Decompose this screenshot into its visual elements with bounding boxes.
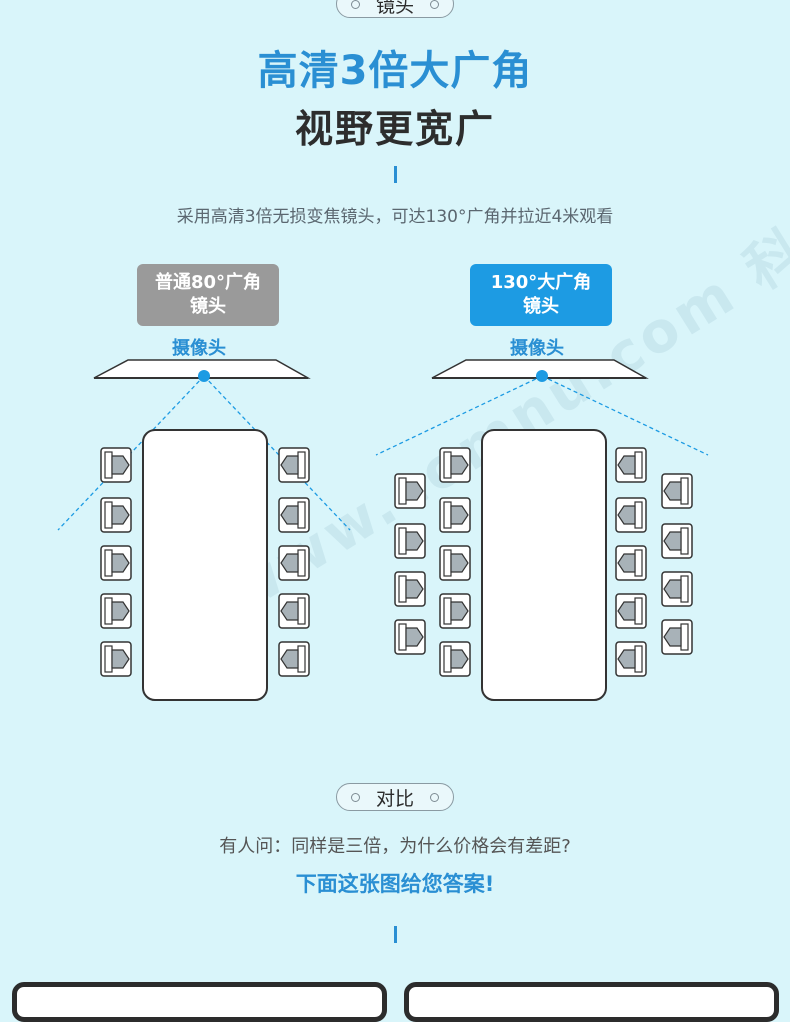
chair-icon	[278, 593, 310, 629]
chair-icon	[278, 447, 310, 483]
lens-box-standard-line1: 普通80°广角	[154, 272, 262, 293]
lens-box-wide-line2: 镜头	[523, 296, 559, 317]
chair-icon	[615, 447, 647, 483]
lens-box-wide-line1: 130°大广角	[490, 272, 592, 293]
chair-icon	[615, 545, 647, 581]
table-right	[481, 429, 607, 701]
camera-label-left: 摄像头	[172, 338, 226, 359]
pill-left-dot-icon	[351, 792, 360, 802]
lens-box-standard: 普通80°广角 镜头	[137, 264, 279, 326]
description-text: 采用高清3倍无损变焦镜头，可达130°广角并拉近4米观看	[176, 207, 614, 227]
chair-icon	[661, 523, 693, 559]
seating-diagram	[57, 359, 709, 701]
section-pill-compare: 对比	[336, 783, 454, 811]
chair-icon	[661, 473, 693, 509]
table-left	[142, 429, 268, 701]
chair-icon	[394, 473, 426, 509]
chair-icon	[439, 593, 471, 629]
chair-icon	[661, 571, 693, 607]
chair-icon	[278, 497, 310, 533]
chair-icon	[100, 641, 132, 677]
divider-bar-bottom	[394, 926, 397, 943]
chair-icon	[100, 545, 132, 581]
section-pill-label: 镜头	[376, 0, 415, 17]
pill-left-dot-icon	[351, 0, 360, 9]
chair-icon	[439, 447, 471, 483]
chair-icon	[394, 619, 426, 655]
pill-right-dot-icon	[430, 0, 439, 9]
lens-box-wide: 130°大广角 镜头	[470, 264, 612, 326]
chair-icon	[615, 497, 647, 533]
section-pill-compare-label: 对比	[376, 787, 415, 810]
chair-icon	[661, 619, 693, 655]
chair-icon	[439, 545, 471, 581]
chair-icon	[394, 523, 426, 559]
headline-line1: 高清3倍大广角	[257, 48, 533, 94]
chair-icon	[278, 545, 310, 581]
chair-icon	[100, 593, 132, 629]
chair-icon	[615, 641, 647, 677]
lens-box-standard-line2: 镜头	[190, 296, 226, 317]
section-pill-lens: 镜头	[336, 0, 454, 18]
camera-left	[57, 359, 351, 531]
chair-icon	[278, 641, 310, 677]
chair-icon	[615, 593, 647, 629]
comparison-frame-left	[12, 982, 387, 1022]
answer-text: 下面这张图给您答案!	[295, 872, 495, 896]
chair-icon	[100, 497, 132, 533]
camera-label-right: 摄像头	[510, 338, 564, 359]
chair-icon	[394, 571, 426, 607]
camera-right	[375, 359, 709, 456]
chair-icon	[100, 447, 132, 483]
chair-icon	[439, 641, 471, 677]
pill-right-dot-icon	[430, 792, 439, 802]
chair-icon	[439, 497, 471, 533]
divider-bar	[394, 166, 397, 183]
question-text: 有人问：同样是三倍，为什么价格会有差距?	[219, 836, 571, 857]
comparison-frame-right	[404, 982, 779, 1022]
headline-line2: 视野更宽广	[294, 107, 495, 151]
